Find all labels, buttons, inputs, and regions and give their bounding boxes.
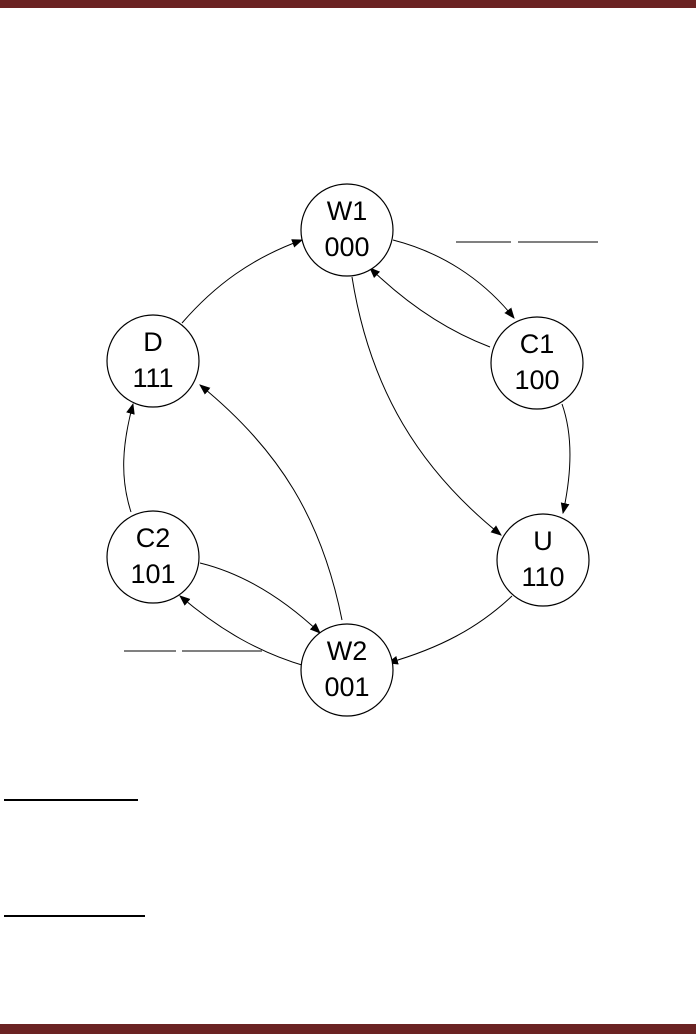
transition-C2-to-W2 [199,562,321,634]
state-D: D 111 [106,314,200,408]
state-name: U [533,526,553,556]
state-name: C1 [520,329,555,359]
page-border-bottom [0,1024,696,1034]
state-C1: C1 100 [490,316,584,410]
state-circle [300,623,394,717]
state-code: 101 [130,559,175,589]
state-circle [490,316,584,410]
section-heading-underline-1 [4,799,138,801]
state-circle [300,183,394,277]
transition-C2-to-D [123,402,135,513]
state-code: 001 [324,672,369,702]
transitions [123,239,571,667]
transition-W1-to-C1 [392,239,515,319]
transition-C1-to-U [560,403,571,515]
state-name: C2 [136,523,171,553]
annotation-rules [124,241,598,652]
state-W2: W2 001 [300,623,394,717]
transition-W1-to-U [351,276,502,536]
state-U: U 110 [496,513,590,607]
transition-D-to-W1 [181,239,304,324]
state-circle [496,513,590,607]
state-code: 110 [521,562,564,592]
state-circle [106,314,200,408]
transition-W2-to-D [199,384,343,621]
state-name: W1 [327,196,368,226]
state-code: 100 [514,365,559,395]
section-heading-underline-2 [4,915,145,917]
state-C2: C2 101 [106,510,200,604]
state-name: D [143,327,163,357]
state-code: 111 [132,363,173,393]
state-circle [106,510,200,604]
state-code: 000 [324,232,369,262]
state-W1: W1 000 [300,183,394,277]
transition-C1-to-W1 [369,267,491,348]
transition-W2-to-C2 [179,595,306,667]
page-border-top [0,0,696,8]
transition-U-to-W2 [386,595,513,665]
state-name: W2 [327,636,368,666]
